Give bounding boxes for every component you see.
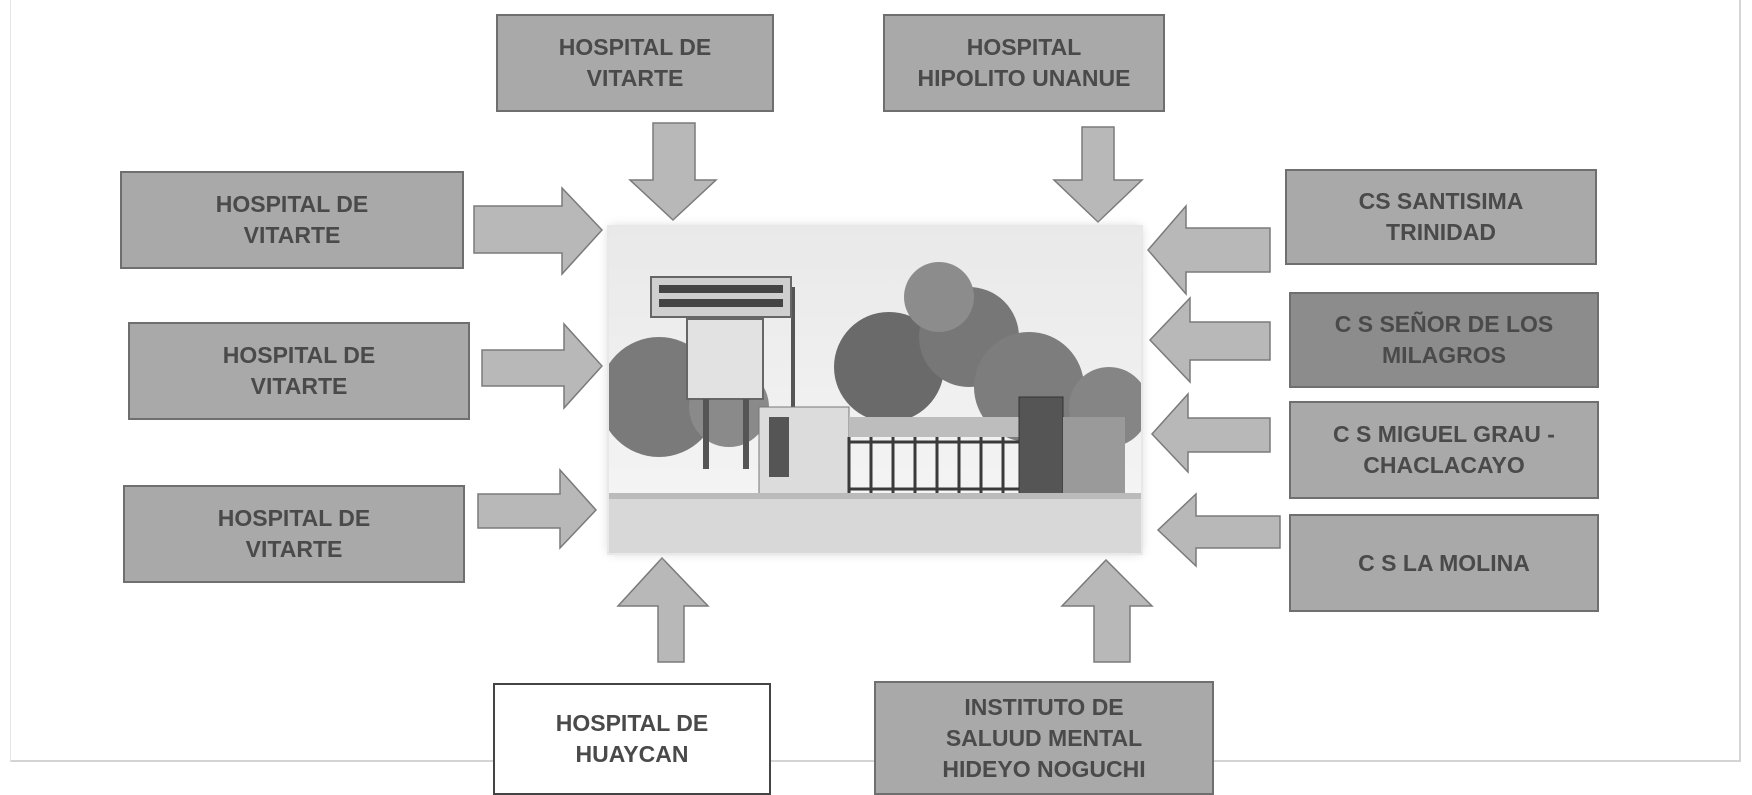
box-left-3: HOSPITAL DE VITARTE: [123, 485, 465, 583]
arrow-right-2: [481, 322, 604, 410]
box-left-2: HOSPITAL DE VITARTE: [128, 322, 470, 420]
arrow-right-1: [473, 186, 604, 276]
box-right-4: C S LA MOLINA: [1289, 514, 1599, 612]
arrow-up-left: [616, 556, 710, 663]
box-right-1: CS SANTISIMA TRINIDAD: [1285, 169, 1597, 265]
hospital-photo: [609, 227, 1141, 553]
arrow-left-4: [1156, 492, 1281, 568]
box-top-right: HOSPITAL HIPOLITO UNANUE: [883, 14, 1165, 112]
box-bottom-right: INSTITUTO DE SALUUD MENTAL HIDEYO NOGUCH…: [874, 681, 1214, 795]
arrow-down-right: [1052, 126, 1144, 224]
arrow-left-3: [1150, 392, 1271, 474]
arrow-left-2: [1148, 296, 1271, 384]
box-right-3: C S MIGUEL GRAU - CHACLACAYO: [1289, 401, 1599, 499]
arrow-up-right: [1060, 558, 1154, 663]
box-left-1: HOSPITAL DE VITARTE: [120, 171, 464, 269]
arrow-left-1: [1147, 203, 1271, 297]
box-top-left: HOSPITAL DE VITARTE: [496, 14, 774, 112]
arrow-down-left: [628, 122, 718, 222]
box-bottom-left: HOSPITAL DE HUAYCAN: [493, 683, 771, 795]
box-right-2: C S SEÑOR DE LOS MILAGROS: [1289, 292, 1599, 388]
arrow-right-3: [477, 468, 598, 550]
